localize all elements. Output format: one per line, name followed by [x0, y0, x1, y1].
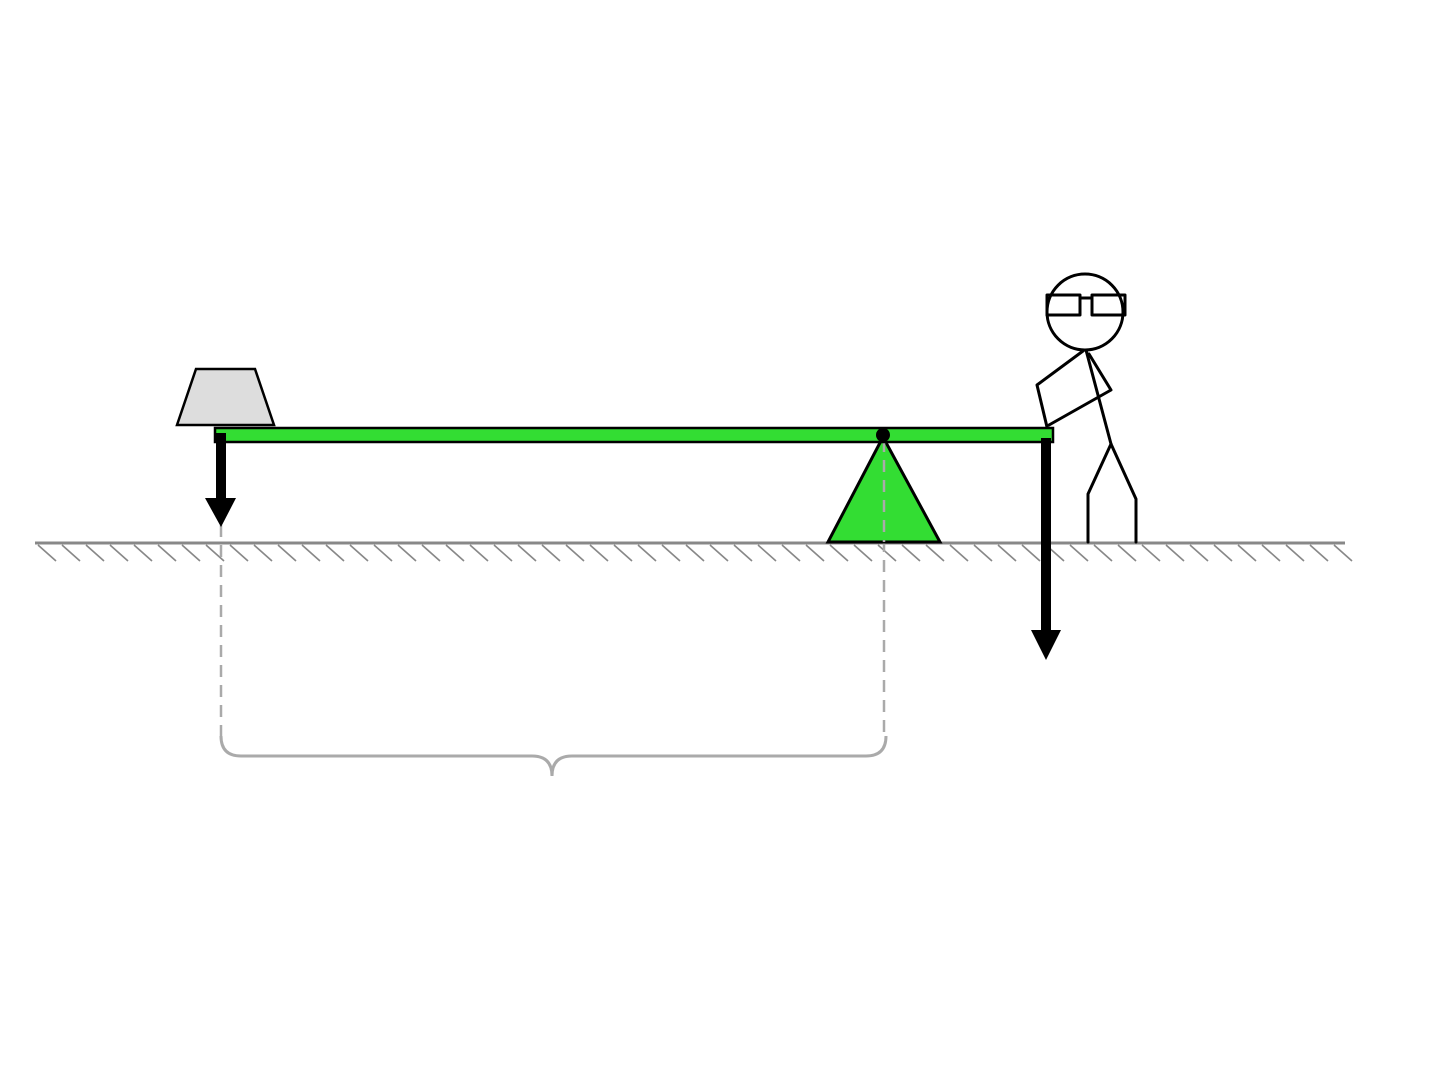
- load-force-arrow: [205, 433, 236, 527]
- ground-hatch: [613, 544, 633, 562]
- ground-hatch: [709, 544, 729, 562]
- person-leg-right: [1109, 442, 1138, 544]
- ground-hatch: [565, 544, 585, 562]
- ground-hatch: [469, 544, 489, 562]
- pivot-point: [876, 428, 890, 442]
- ground-hatch: [109, 544, 129, 562]
- stick-figure-person: [1035, 272, 1138, 544]
- ground-hatch: [349, 544, 369, 562]
- ground-hatch: [1309, 544, 1329, 562]
- ground-hatch: [1237, 544, 1257, 562]
- load-force-head: [205, 498, 236, 527]
- ground-hatch: [445, 544, 465, 562]
- ground-hatch: [1165, 544, 1185, 562]
- ground-line: [35, 541, 1353, 562]
- ground-hatch: [1333, 544, 1353, 562]
- ground-hatch: [181, 544, 201, 562]
- ground-hatch: [1213, 544, 1233, 562]
- person-arm-left: [1035, 349, 1085, 429]
- ground-hatch: [1141, 544, 1161, 562]
- ground-hatch: [757, 544, 777, 562]
- ground-hatch: [61, 544, 81, 562]
- ground-hatch: [877, 544, 897, 562]
- ground-hatch: [781, 544, 801, 562]
- load-force-shaft: [216, 433, 226, 499]
- ground-hatch: [733, 544, 753, 562]
- ground-hatch: [1093, 544, 1113, 562]
- ground-hatch: [685, 544, 705, 562]
- ground-hatch: [805, 544, 825, 562]
- ground-hatch: [277, 544, 297, 562]
- ground-hatch: [325, 544, 345, 562]
- glasses-left-lens: [1045, 293, 1082, 317]
- ground-hatching: [37, 544, 1353, 562]
- ground-hatch: [637, 544, 657, 562]
- lever-beam: [213, 426, 1055, 444]
- ground-hatch: [1021, 544, 1041, 562]
- person-leg-left: [1086, 442, 1113, 544]
- ground-hatch: [973, 544, 993, 562]
- ground-hatch: [853, 544, 873, 562]
- ground-hatch: [253, 544, 273, 562]
- ground-hatch: [997, 544, 1017, 562]
- ground-hatch: [1189, 544, 1209, 562]
- load-weight: [175, 367, 276, 427]
- ground-hatch: [85, 544, 105, 562]
- ground-hatch: [133, 544, 153, 562]
- effort-force-shaft: [1041, 438, 1051, 632]
- load-arm-guides: [219, 440, 886, 738]
- ground-hatch: [229, 544, 249, 562]
- person-arm-right: [1047, 352, 1113, 427]
- ground-hatch: [517, 544, 537, 562]
- glasses-icon: [1045, 293, 1127, 317]
- person-head: [1045, 272, 1125, 352]
- ground-hatch: [1285, 544, 1305, 562]
- ground-hatch: [829, 544, 849, 562]
- effort-force-arrow: [1031, 438, 1061, 660]
- ground-hatch: [421, 544, 441, 562]
- ground-hatch: [925, 544, 945, 562]
- ground-hatch: [661, 544, 681, 562]
- ground-hatch: [1069, 544, 1089, 562]
- ground-hatch: [1117, 544, 1137, 562]
- ground-hatch: [37, 544, 57, 562]
- ground-hatch: [397, 544, 417, 562]
- ground-hatch: [157, 544, 177, 562]
- ground-hatch: [949, 544, 969, 562]
- ground-hatch: [901, 544, 921, 562]
- ground-hatch: [493, 544, 513, 562]
- ground-hatch: [541, 544, 561, 562]
- load-arm-brace: [219, 735, 888, 777]
- ground-hatch: [589, 544, 609, 562]
- ground-hatch: [205, 544, 225, 562]
- ground-hatch: [1261, 544, 1281, 562]
- effort-force-head: [1031, 630, 1061, 660]
- ground-hatch: [301, 544, 321, 562]
- glasses-right-lens: [1090, 293, 1127, 317]
- ground-hatch: [373, 544, 393, 562]
